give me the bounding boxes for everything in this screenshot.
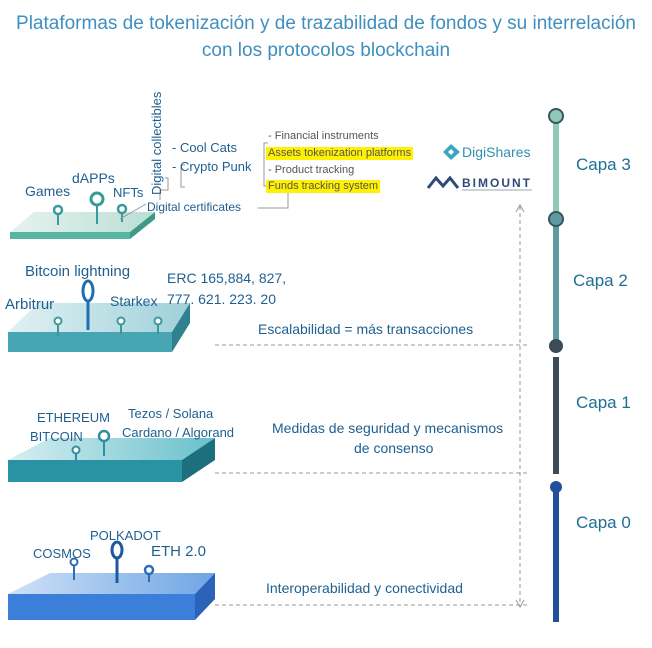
product-tracking-label: - Product tracking (268, 164, 355, 176)
layer2-description: Escalabilidad = más transacciones (258, 321, 474, 337)
capa-1-label: Capa 1 (576, 393, 631, 412)
pins-layer3 (52, 191, 128, 225)
erc-line1: ERC 165,884, 827, (167, 270, 287, 286)
title-line1: Plataformas de tokenización y de trazabi… (16, 13, 636, 34)
polkadot-label: POLKADOT (90, 528, 161, 543)
cosmos-label: COSMOS (33, 546, 91, 561)
erc-line2: 777. 621. 223. 20 (167, 291, 276, 307)
digishares-logo (443, 144, 460, 160)
pins-layer1 (71, 429, 111, 462)
bitcoin-label: BITCOIN (30, 429, 83, 444)
platform-layer1 (8, 438, 215, 482)
digital-certificates-label: Digital certificates (147, 200, 242, 214)
nfts-label: NFTs (113, 185, 144, 200)
digishares-text: DigiShares (462, 144, 531, 160)
arbitrum-label: Arbitrur (5, 296, 55, 313)
financial-instruments-label: - Financial instruments (268, 130, 379, 142)
layer-timeline (548, 108, 564, 622)
pins-layer0 (69, 540, 155, 583)
capa-0-label: Capa 0 (576, 513, 631, 532)
tezos-solana-label: Tezos / Solana (128, 406, 214, 421)
cardano-algorand-label: Cardano / Algorand (122, 425, 235, 440)
platform-layer0 (8, 573, 215, 620)
layer1-description-line2: de consenso (354, 440, 434, 456)
eth2-label: ETH 2.0 (151, 543, 207, 560)
platform-layer3 (10, 212, 155, 239)
layer0-description: Interoperabilidad y conectividad (266, 580, 463, 596)
platform-layer2 (8, 303, 190, 352)
games-label: Games (25, 183, 71, 199)
title-line2: con los protocolos blockchain (201, 40, 451, 61)
capa-2-label: Capa 2 (573, 271, 628, 290)
capa-3-label: Capa 3 (576, 155, 631, 174)
dapps-label: dAPPs (72, 170, 115, 186)
ethereum-label: ETHEREUM (37, 410, 110, 425)
digital-collectibles-label: Digital collectibles (149, 91, 164, 195)
pins-layer2 (53, 279, 163, 336)
bimount-logo (426, 175, 532, 191)
crypto-punk-label: - Crypto Punk (172, 159, 252, 174)
layer1-description-line1: Medidas de seguridad y mecanismos (272, 420, 504, 436)
bitcoin-lightning-label: Bitcoin lightning (25, 263, 131, 280)
bimount-text: BIMOUNT (462, 176, 532, 190)
assets-tokenization-label: Assets tokenization platforms (266, 147, 414, 160)
funds-tracking-label: Funds tracking system (266, 180, 381, 193)
cool-cats-label: - Cool Cats (172, 140, 238, 155)
starkex-label: Starkex (110, 293, 158, 309)
